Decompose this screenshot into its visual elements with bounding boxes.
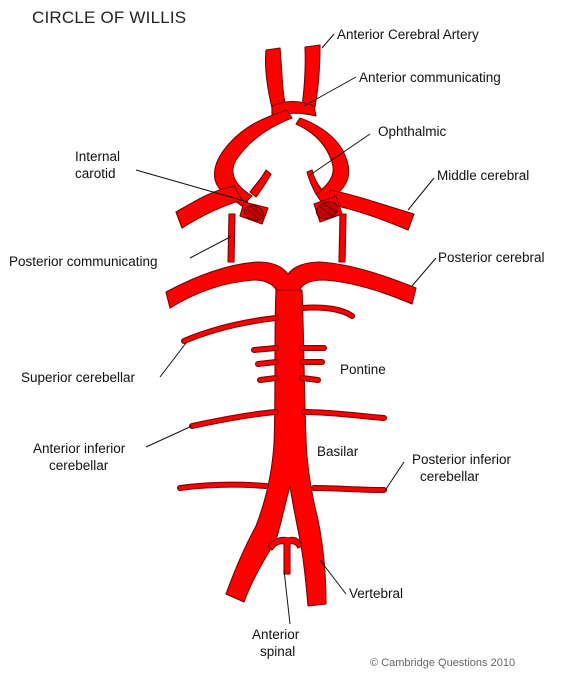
- label-middle-cerebral: Middle cerebral: [437, 167, 529, 184]
- label-posterior-inferior-cerebellar-line2: cerebellar: [420, 468, 479, 485]
- label-posterior-inferior-cerebellar-line1: Posterior inferior: [412, 451, 511, 468]
- label-anterior-cerebral-artery: Anterior Cerebral Artery: [337, 26, 479, 43]
- label-anterior-spinal-line2: spinal: [260, 643, 295, 660]
- label-posterior-cerebral: Posterior cerebral: [438, 249, 545, 266]
- anterior-spinal-artery: [268, 537, 302, 574]
- label-anterior-communicating: Anterior communicating: [359, 69, 501, 86]
- label-vertebral: Vertebral: [349, 585, 403, 602]
- label-internal-carotid-line2: carotid: [75, 165, 116, 182]
- label-internal-carotid-line1: Internal: [75, 148, 120, 165]
- diagram-title: CIRCLE OF WILLIS: [32, 8, 186, 28]
- basilar-and-vertebral-arteries: [226, 290, 326, 606]
- label-anterior-spinal-line1: Anterior: [252, 626, 299, 643]
- label-posterior-communicating: Posterior communicating: [9, 253, 158, 270]
- ophthalmic-right: [307, 170, 322, 194]
- label-basilar: Basilar: [317, 443, 358, 460]
- label-ophthalmic: Ophthalmic: [378, 123, 446, 140]
- label-superior-cerebellar: Superior cerebellar: [21, 369, 135, 386]
- posterior-communicating-right: [339, 214, 346, 262]
- copyright-notice: © Cambridge Questions 2010: [370, 657, 515, 669]
- label-anterior-inferior-cerebellar-line1: Anterior inferior: [33, 440, 125, 457]
- label-anterior-inferior-cerebellar-line2: cerebellar: [49, 457, 108, 474]
- label-pontine: Pontine: [340, 361, 386, 378]
- ophthalmic-left: [250, 170, 271, 197]
